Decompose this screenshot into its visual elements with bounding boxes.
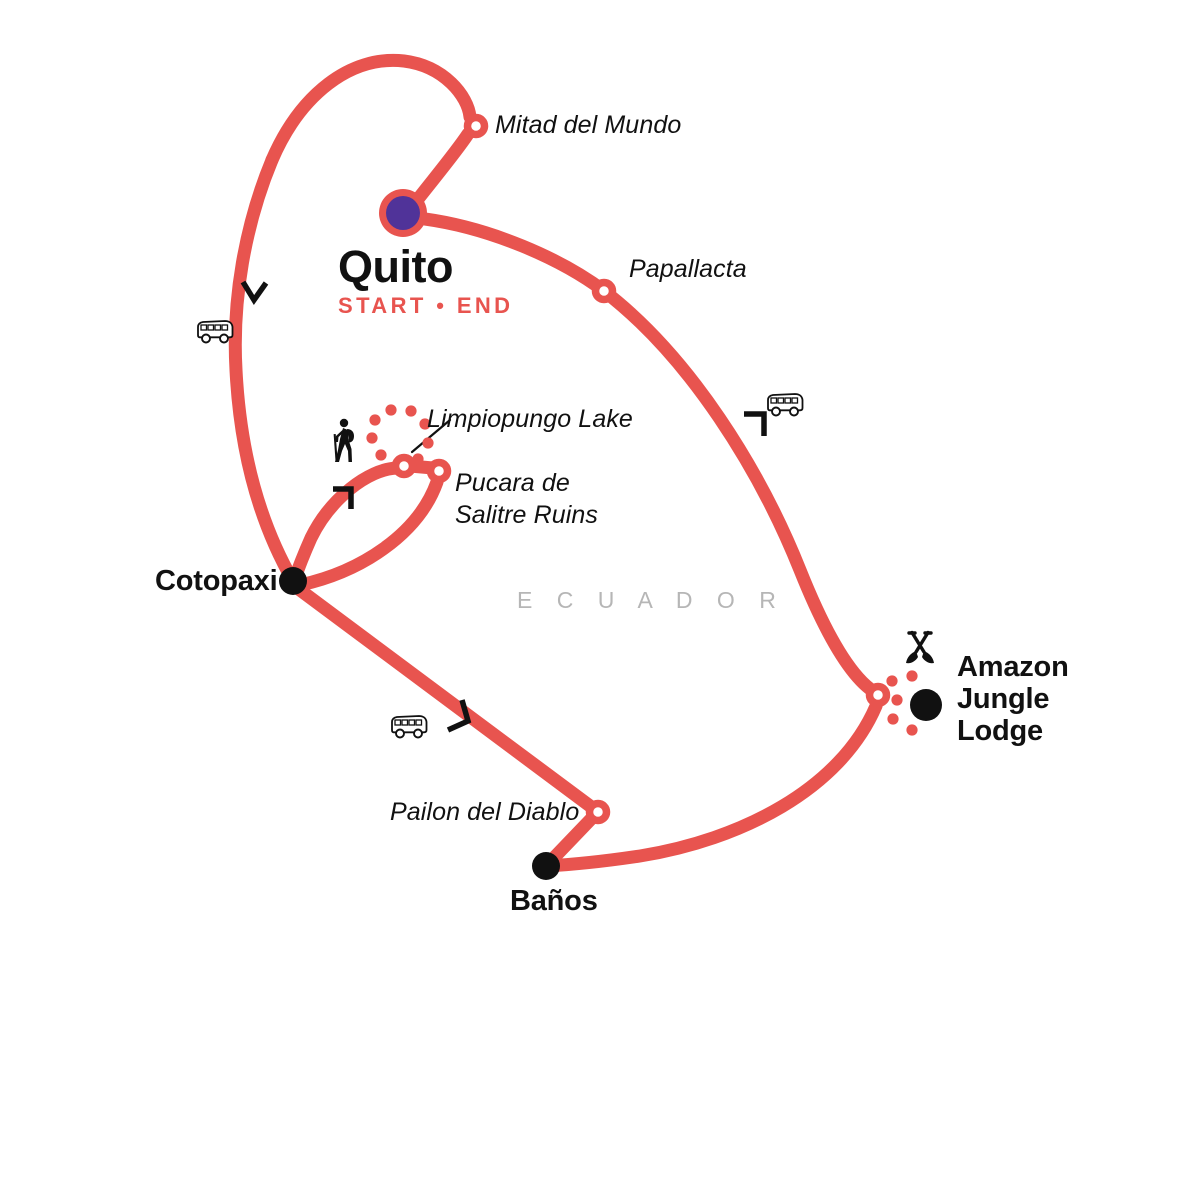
bus-icon bbox=[391, 715, 428, 739]
bus-icon bbox=[197, 320, 234, 344]
leader-line-limpiopungo bbox=[410, 418, 452, 454]
route-cotopaxi-to-pucara bbox=[293, 475, 444, 592]
crossed-paddles-icon bbox=[906, 630, 934, 664]
hub-label-quito: Quito bbox=[338, 241, 453, 292]
city-markers bbox=[279, 567, 942, 880]
city-label-amazon-jungle-lodge-line2: Jungle bbox=[957, 683, 1050, 715]
crossed-paddles-icon-amazon bbox=[898, 628, 942, 668]
stop-marker-limpiopungo-lake[interactable] bbox=[391, 453, 417, 479]
route-west-arc-to-cotopaxi bbox=[228, 153, 300, 588]
direction-arrow-southwest bbox=[446, 699, 472, 733]
hub-marker-core bbox=[386, 196, 420, 230]
direction-arrows bbox=[240, 280, 767, 733]
stop-label-pailon-del-diablo: Pailon del Diablo bbox=[390, 798, 580, 826]
bus-icon-east bbox=[766, 391, 804, 417]
hub-sublabel-start-end: START • END bbox=[338, 293, 514, 318]
route-quito-to-amazon bbox=[418, 212, 885, 701]
city-marker-cotopaxi[interactable] bbox=[279, 567, 307, 595]
stop-label-pucara-de-salitre-ruins-line1: Pucara de bbox=[455, 469, 570, 497]
bus-icon-northwest bbox=[196, 318, 234, 344]
hiker-icon bbox=[333, 418, 354, 463]
stop-marker-amazon-river[interactable] bbox=[865, 682, 891, 708]
bus-icon bbox=[767, 393, 804, 417]
route-amazon-to-banos bbox=[539, 699, 883, 873]
stop-marker-pucara-de-salitre-ruins[interactable] bbox=[426, 458, 452, 484]
route-pailon-to-cotopaxi bbox=[293, 583, 597, 813]
stop-markers bbox=[391, 113, 891, 825]
direction-arrow-cotopaxi-loop bbox=[333, 486, 354, 509]
country-label-ecuador: E C U A D O R bbox=[517, 587, 785, 613]
city-label-cotopaxi: Cotopaxi bbox=[155, 565, 278, 597]
city-label-amazon-jungle-lodge-line1: Amazon bbox=[957, 651, 1069, 683]
stop-marker-papallacta[interactable] bbox=[591, 278, 617, 304]
stop-marker-mitad-del-mundo[interactable] bbox=[463, 113, 489, 139]
stop-marker-pailon-del-diablo[interactable] bbox=[585, 799, 611, 825]
stop-label-mitad-del-mundo: Mitad del Mundo bbox=[495, 111, 682, 139]
route-mitad-loop-top bbox=[265, 53, 477, 167]
city-marker-banos[interactable] bbox=[532, 852, 560, 880]
stop-label-limpiopungo-lake: Limpiopungo Lake bbox=[427, 405, 633, 433]
stop-label-pucara-de-salitre-ruins-line2: Salitre Ruins bbox=[455, 501, 599, 529]
city-label-banos: Baños bbox=[510, 885, 598, 917]
amazon-jungle-dots bbox=[886, 670, 918, 736]
route-quito-to-mitad-del-mundo bbox=[411, 127, 475, 206]
direction-arrow-northwest bbox=[240, 280, 269, 306]
leader-lines bbox=[410, 418, 452, 454]
hiker-icon-cotopaxi bbox=[329, 417, 361, 465]
hub-marker-quito[interactable] bbox=[379, 189, 427, 237]
city-label-amazon-jungle-lodge-line3: Lodge bbox=[957, 715, 1043, 747]
bus-icon-southwest bbox=[390, 713, 428, 739]
city-marker-amazon-jungle-lodge[interactable] bbox=[910, 689, 942, 721]
direction-arrow-east bbox=[744, 411, 767, 436]
stop-label-papallacta: Papallacta bbox=[629, 255, 747, 283]
